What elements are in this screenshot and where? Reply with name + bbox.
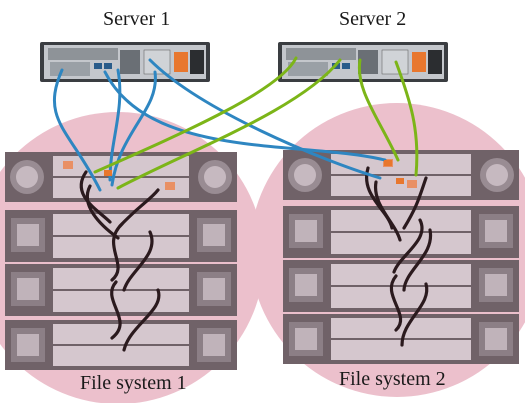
server-1-unit [40, 42, 210, 82]
sas-cable [122, 288, 161, 352]
sas-cable [103, 70, 387, 162]
storage-shelf [283, 314, 519, 364]
sas-cable [110, 222, 124, 282]
file-system-1-label: File system 1 [80, 372, 187, 394]
sas-cable [400, 282, 429, 347]
sas-cable [110, 70, 157, 187]
file-system-2-shelves [283, 150, 519, 364]
file-system-2-label: File system 2 [339, 368, 446, 390]
sas-cable [389, 274, 403, 332]
server-2-label: Server 2 [339, 8, 407, 30]
sas-cable [402, 228, 433, 292]
sas-cable [402, 176, 428, 230]
sas-cable [52, 68, 102, 192]
storage-shelf [5, 264, 237, 316]
file-system-1-shelves [5, 152, 237, 370]
sas-cable [374, 180, 402, 242]
shelf-cables-fs1 [79, 170, 161, 352]
storage-shelf [283, 260, 519, 312]
server-2-unit [278, 42, 448, 82]
sas-cable [392, 218, 424, 274]
sas-cable [148, 58, 382, 180]
sas-cable [116, 58, 342, 190]
connector-accents [104, 160, 404, 184]
sas-cable [394, 60, 419, 177]
sas-cable [122, 230, 154, 292]
sas-cable [110, 280, 122, 340]
sas-cable [108, 68, 122, 182]
server-1-cables [52, 58, 387, 192]
server-2-cables [93, 56, 419, 190]
sas-cable [93, 56, 298, 174]
sas-cable [85, 184, 120, 240]
storage-shelf [283, 150, 519, 200]
sas-cable [357, 58, 400, 162]
shelf-cables-fs2 [364, 166, 433, 347]
storage-shelf [283, 206, 519, 258]
server-1-label: Server 1 [103, 8, 171, 30]
sas-cable [118, 188, 160, 228]
